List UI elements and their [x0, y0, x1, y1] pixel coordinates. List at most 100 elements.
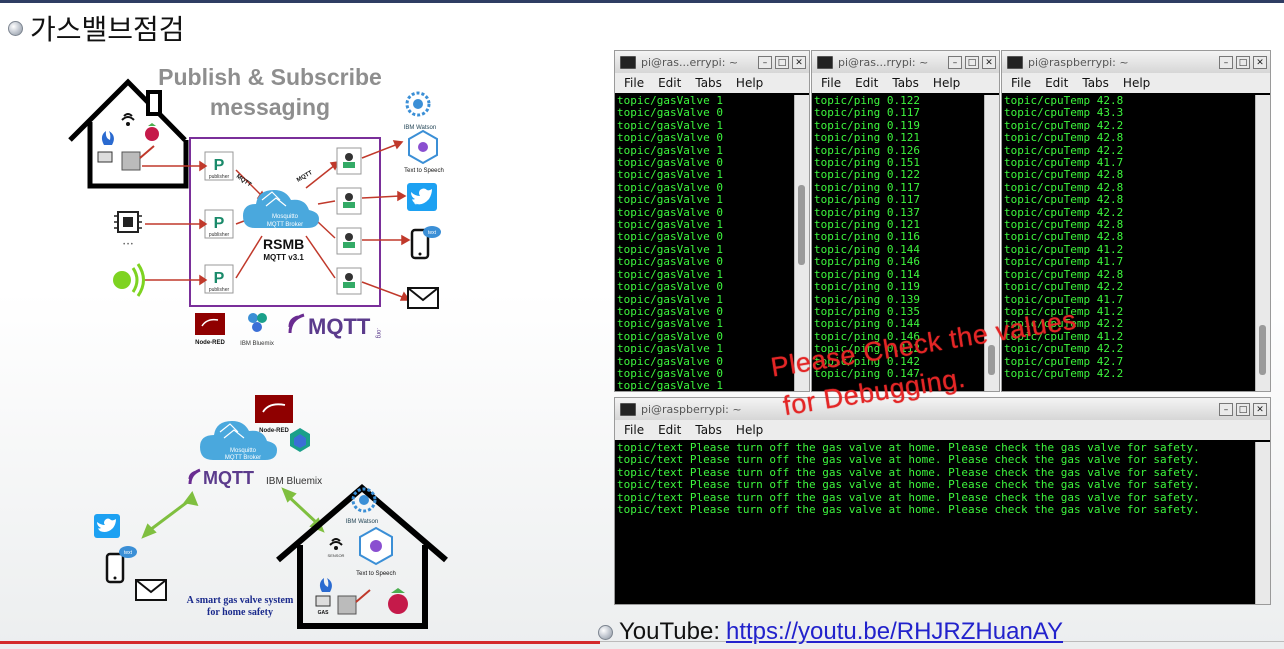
- menu-file[interactable]: File: [624, 76, 645, 90]
- terminal-menubar: File Edit Tabs Help: [615, 73, 809, 93]
- terminal-scrollbar[interactable]: [794, 95, 809, 391]
- terminal-line: topic/gasValve 1: [617, 95, 723, 107]
- mqtt-version-text: MQTT v3.1: [263, 253, 304, 262]
- text-to-speech-icon: Text to Speech: [404, 129, 444, 174]
- svg-text:MQTT Broker: MQTT Broker: [225, 455, 261, 461]
- watson-icon-bottom: IBM Watson: [346, 487, 378, 525]
- minimize-button[interactable]: –: [1219, 402, 1233, 416]
- terminal-line: topic/ping 0.117: [814, 106, 920, 120]
- caption-line2: for home safety: [207, 607, 273, 618]
- svg-text:publisher: publisher: [209, 232, 230, 238]
- menu-tabs[interactable]: Tabs: [892, 76, 919, 90]
- terminal-line: topic/cpuTemp 41.7: [1004, 255, 1124, 269]
- menu-edit[interactable]: Edit: [658, 423, 682, 437]
- maximize-button[interactable]: □: [1236, 402, 1250, 416]
- sensor-icon: [121, 113, 135, 126]
- terminal-line: topic/ping 0.122: [814, 168, 920, 182]
- terminal-output: topic/text Please turn off the gas valve…: [615, 442, 1247, 604]
- terminal-scrollbar[interactable]: [984, 95, 999, 391]
- terminal-line: topic/ping 0.135: [814, 304, 920, 318]
- terminal-line: topic/gasValve 1: [617, 193, 723, 207]
- house-icon-bottom: [276, 484, 448, 629]
- terminal-menubar: File Edit Tabs Help: [812, 73, 999, 93]
- menu-help[interactable]: Help: [735, 76, 764, 90]
- close-button[interactable]: ✕: [1253, 55, 1267, 69]
- menu-edit[interactable]: Edit: [658, 76, 682, 90]
- terminal-line: topic/gasValve 0: [617, 205, 723, 219]
- close-button[interactable]: ✕: [982, 55, 996, 69]
- mqtt-logo: MQTT .org: [288, 313, 381, 339]
- svg-text:MQTT Broker: MQTT Broker: [267, 222, 303, 228]
- terminal-line: topic/ping 0.139: [814, 292, 920, 306]
- minimize-button[interactable]: –: [758, 55, 772, 69]
- terminal-line: topic/gasValve 0: [617, 366, 723, 380]
- diagram-caption: A smart gas valve system for home safety: [170, 595, 310, 619]
- footer-label: YouTube:: [619, 618, 720, 645]
- nodered-logo: Node-RED: [195, 313, 225, 346]
- diagram-title-line1: Publish & Subscribe: [158, 64, 382, 90]
- close-button[interactable]: ✕: [792, 55, 806, 69]
- terminal-line: topic/gasValve 1: [617, 242, 723, 256]
- terminal-titlebar[interactable]: pi@ras...rrypi: ~ – □ ✕: [812, 51, 999, 73]
- terminal-window-gasvalve[interactable]: pi@ras...errypi: ~ – □ ✕ File Edit Tabs …: [614, 50, 810, 392]
- terminal-window-ping[interactable]: pi@ras...rrypi: ~ – □ ✕ File Edit Tabs H…: [811, 50, 1000, 392]
- menu-help[interactable]: Help: [1122, 76, 1151, 90]
- terminal-line: topic/gasValve 1: [617, 143, 723, 157]
- terminal-line: topic/gasValve 0: [617, 180, 723, 194]
- terminal-line: topic/cpuTemp 41.7: [1004, 156, 1124, 170]
- menu-tabs[interactable]: Tabs: [1082, 76, 1109, 90]
- svg-text:publisher: publisher: [209, 174, 230, 180]
- youtube-link[interactable]: https://youtu.be/RHJRZHuanAY: [725, 618, 1064, 645]
- minimize-button[interactable]: –: [948, 55, 962, 69]
- terminal-menubar: File Edit Tabs Help: [1002, 73, 1270, 93]
- terminal-line: topic/text Please turn off the gas valve…: [617, 442, 1200, 454]
- footer-grey-line: [600, 641, 1284, 642]
- maximize-button[interactable]: □: [1236, 55, 1250, 69]
- menu-file[interactable]: File: [821, 76, 842, 90]
- terminal-line: topic/cpuTemp 42.8: [1004, 230, 1124, 244]
- menu-tabs[interactable]: Tabs: [695, 76, 722, 90]
- svg-text:P: P: [214, 215, 225, 232]
- terminal-line: topic/cpuTemp 42.2: [1004, 317, 1124, 331]
- svg-text:Text to Speech: Text to Speech: [404, 168, 444, 174]
- sensor-icon-bottom: SENSOR: [328, 538, 345, 558]
- menu-file[interactable]: File: [1011, 76, 1032, 90]
- menu-help[interactable]: Help: [735, 423, 764, 437]
- terminal-line: topic/cpuTemp 42.8: [1004, 193, 1124, 207]
- close-button[interactable]: ✕: [1253, 402, 1267, 416]
- terminal-line: topic/cpuTemp 42.8: [1004, 180, 1124, 194]
- menu-help[interactable]: Help: [932, 76, 961, 90]
- maximize-button[interactable]: □: [965, 55, 979, 69]
- terminal-line: topic/ping 0.122: [814, 95, 920, 107]
- publisher-2: P publisher: [204, 209, 234, 239]
- terminal-line: topic/gasValve 0: [617, 106, 723, 120]
- terminal-line: topic/cpuTemp 43.3: [1004, 106, 1124, 120]
- terminal-line: topic/ping 0.121: [814, 131, 920, 145]
- svg-text:MQTT: MQTT: [308, 314, 371, 339]
- terminal-titlebar[interactable]: pi@raspberrypi: ~ – □ ✕: [615, 398, 1270, 420]
- terminal-line: topic/text Please turn off the gas valve…: [617, 453, 1200, 467]
- menu-file[interactable]: File: [624, 423, 645, 437]
- menu-edit[interactable]: Edit: [1045, 76, 1069, 90]
- diagram-title: Publish & Subscribe messaging: [140, 62, 400, 122]
- terminal-line: topic/ping 0.144: [814, 317, 920, 331]
- terminal-line: topic/gasValve 0: [617, 255, 723, 269]
- terminal-window-text[interactable]: pi@raspberrypi: ~ – □ ✕ File Edit Tabs H…: [614, 397, 1271, 605]
- menu-edit[interactable]: Edit: [855, 76, 879, 90]
- terminal-scrollbar[interactable]: [1255, 95, 1270, 391]
- svg-text:IBM Bluemix: IBM Bluemix: [240, 341, 274, 347]
- svg-text:Mosquitto: Mosquitto: [230, 448, 257, 454]
- svg-text:Mosquitto: Mosquitto: [272, 214, 299, 220]
- terminal-line: topic/cpuTemp 42.8: [1004, 95, 1124, 107]
- menu-tabs[interactable]: Tabs: [695, 423, 722, 437]
- minimize-button[interactable]: –: [1219, 55, 1233, 69]
- maximize-button[interactable]: □: [775, 55, 789, 69]
- terminal-titlebar[interactable]: pi@ras...errypi: ~ – □ ✕: [615, 51, 809, 73]
- terminal-window-cputemp[interactable]: pi@raspberrypi: ~ – □ ✕ File Edit Tabs H…: [1001, 50, 1271, 392]
- terminal-scrollbar[interactable]: [1255, 442, 1270, 604]
- rsmb-text: RSMB: [263, 236, 305, 252]
- terminal-line: topic/gasValve 0: [617, 329, 723, 343]
- footer-red-line: [0, 641, 600, 644]
- terminal-titlebar[interactable]: pi@raspberrypi: ~ – □ ✕: [1002, 51, 1270, 73]
- terminal-line: topic/ping 0.146: [814, 329, 920, 343]
